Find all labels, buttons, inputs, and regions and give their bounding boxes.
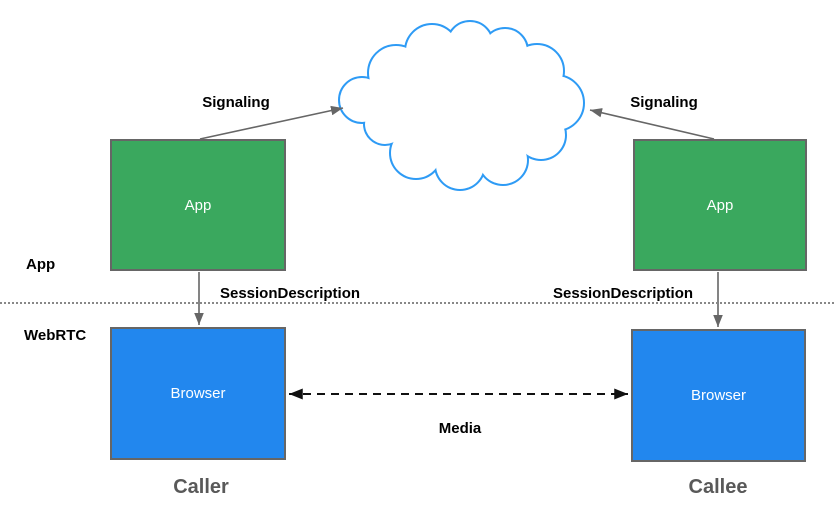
signaling-label-right: Signaling xyxy=(630,94,698,111)
app-webrtc-divider-line xyxy=(0,302,834,304)
caller-browser-box: Browser xyxy=(110,327,286,460)
session-description-label-right: SessionDescription xyxy=(552,285,694,302)
zone-label-webrtc: WebRTC xyxy=(24,327,87,344)
caller-title: Caller xyxy=(173,476,229,498)
callee-title: Callee xyxy=(688,476,748,498)
caller-app-box: App xyxy=(110,139,286,271)
caller-app-label: App xyxy=(184,196,212,214)
signaling-label-left: Signaling xyxy=(202,94,270,111)
callee-app-box: App xyxy=(633,139,807,271)
signaling-arrow-left xyxy=(199,105,344,140)
cloud-icon xyxy=(338,20,585,191)
callee-app-label: App xyxy=(706,196,734,214)
session-description-label-left: SessionDescription xyxy=(219,285,361,302)
callee-browser-label: Browser xyxy=(690,387,746,404)
signaling-arrow-right xyxy=(589,108,715,140)
callee-browser-box: Browser xyxy=(631,329,806,462)
media-label: Media xyxy=(438,420,482,437)
zone-label-app: App xyxy=(26,256,56,273)
caller-browser-label: Browser xyxy=(170,385,226,402)
